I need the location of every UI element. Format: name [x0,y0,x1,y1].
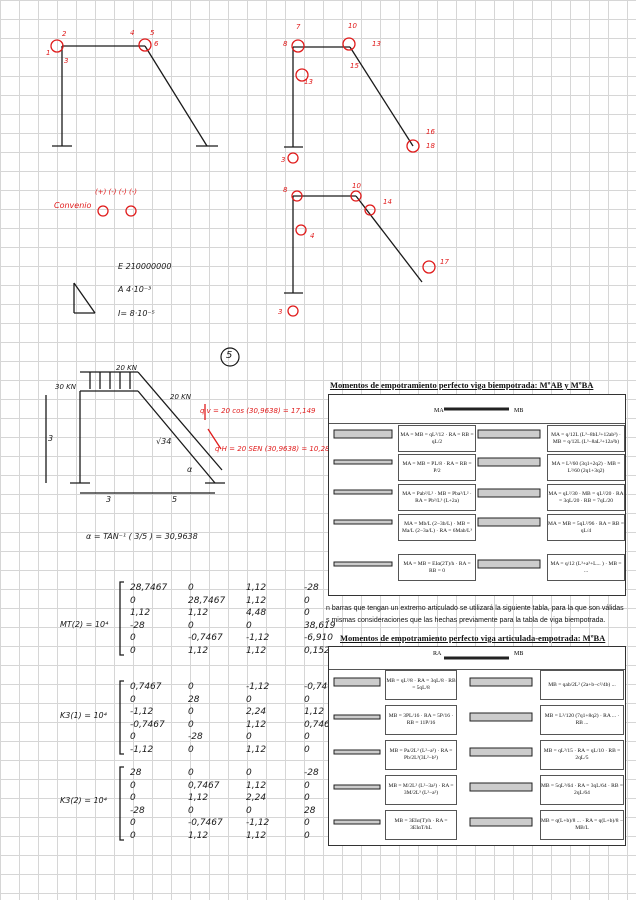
convention-label: Convenio [54,201,92,210]
node-label: 10 [352,182,361,190]
table2-cell: MB = Pa/2L² (L²−a²) · RA = Pb/2L³(3L²−b²… [385,740,457,770]
node-label: 14 [383,198,392,206]
prop-E: E 210000000 [118,262,172,271]
node-label: 18 [426,142,435,150]
matrix1-label: MT(2) = 10⁴ [60,620,109,629]
table1-header-beam: MA MB [329,395,625,424]
svg-text:RA: RA [433,651,442,657]
qh-equation: q H = 20 SEN (30,9638) = 10,28 [215,445,330,453]
node-label: 8 [283,40,288,48]
table1-cell: MA = MB = 5qL²/96 · RA = RB = qL/4 [547,514,625,541]
matrix2-label: K3(1) = 10⁴ [60,711,107,720]
table2-cell: MB = qab/2L² (2a+b−c²/4b) ... [540,670,624,700]
table2-cell: MB = M/2L² (L²−3a²) · RA = 3M/2L³ (L²−a²… [385,775,457,805]
alpha-angle: α [187,465,193,474]
table2-title: Momentos de empotramiento perfecto viga … [340,633,606,643]
note-line2: s mismas consideraciones que las hechas … [326,617,606,624]
node-label: 3 [278,308,283,316]
table1-cell: MA = MB = qL²/12 · RA = RB = qL/2 [398,425,476,452]
load-left: 30 KN [55,383,76,391]
table1-title: Momentos de empotramiento perfecto viga … [330,380,594,390]
svg-text:MB: MB [514,651,523,657]
node-label: 1 [46,49,51,57]
hypotenuse: √34 [156,437,172,446]
svg-text:MA: MA [434,408,444,414]
alpha-equation: α = TAN⁻¹ ( 3/5 ) = 30,9638 [86,532,198,541]
qv-equation: q v = 20 cos (30,9638) = 17,149 [200,407,316,415]
table2-cell: MB = 3PL/16 · RA = 5P/16 · RB = 11P/16 [385,705,457,735]
svg-text:MB: MB [514,408,523,414]
table1-cell: MA = q/12L (L³−8bL²+12ab²) · MB = q/12L … [547,425,625,452]
load-top: 20 KN [116,364,137,372]
matrix3-label: K3(2) = 10⁴ [60,796,107,805]
node-label: 3 [64,57,69,65]
dim-height: 3 [48,434,54,443]
table2-header-beam: RA MB [329,647,625,670]
node-label: 4 [310,232,315,240]
node-label: 13 [372,40,381,48]
table2-cell: MB = 3EIα(T)/h · RA = 3EIαT/hL [385,810,457,840]
node-label: 6 [154,40,159,48]
convention-signs: (+) (-) (-) (-) [95,188,137,196]
table1-cell: MA = L²/60 (3q1+2q2) · MB = L²/60 (2q1+3… [547,454,625,481]
table1-cell: MA = qL²/30 · MB = qL²/20 · RA = 3qL/20 … [547,484,625,511]
table1-cell: MA = MB = PL/8 · RA = RB = P/2 [398,454,476,481]
table1-cell: MA = MB = EIα(2T)/h · RA = RB = 0 [398,554,476,581]
prop-A: A 4·10⁻³ [118,285,152,294]
table2-cell: MB = qL²/15 · RA = qL/10 · RB = 2qL/5 [540,740,624,770]
node-label: 5 [150,29,155,37]
note-line1: n barras que tengan un extremo articulad… [326,605,624,612]
table2-cell: MB = qL²/8 · RA = 3qL/8 · RB = 5qL/8 [385,670,457,700]
dim-span-b: 5 [172,495,178,504]
prop-I: I= 8·10⁻⁵ [118,309,155,318]
table2-cell: MB = q(L+b)/8 ... · RA = q(L+b)/8 − MB/L [540,810,624,840]
node-label: 10 [348,22,357,30]
node-label: 4 [130,29,135,37]
table2-cell: MB = 5qL²/64 · RA = 3qL/64 · RB = 2qL/64 [540,775,624,805]
node-label: 8 [283,186,288,194]
problem-number: 5 [226,350,233,361]
node-label: 3 [281,156,286,164]
table1-cell: MA = Mb/L (2−3b/L) · MB = Ma/L (2−3a/L) … [398,514,476,541]
node-label: 7 [296,23,301,31]
dim-span-a: 3 [106,495,112,504]
node-label: 16 [426,128,435,136]
node-label: 15 [350,62,359,70]
table1-cell: MA = q/12 (L³+a³+L... ) · MB = ... [547,554,625,581]
node-label: 17 [440,258,449,266]
node-label: 13 [304,78,313,86]
load-diag: 20 KN [170,393,191,401]
node-label: 2 [62,30,67,38]
table1-cell: MA = Pab²/L² · MB = Pba²/L² · RA = Pb²/L… [398,484,476,511]
table2-cell: MB = L²/120 (7q1+8q2) · RA ... · RB ... [540,705,624,735]
